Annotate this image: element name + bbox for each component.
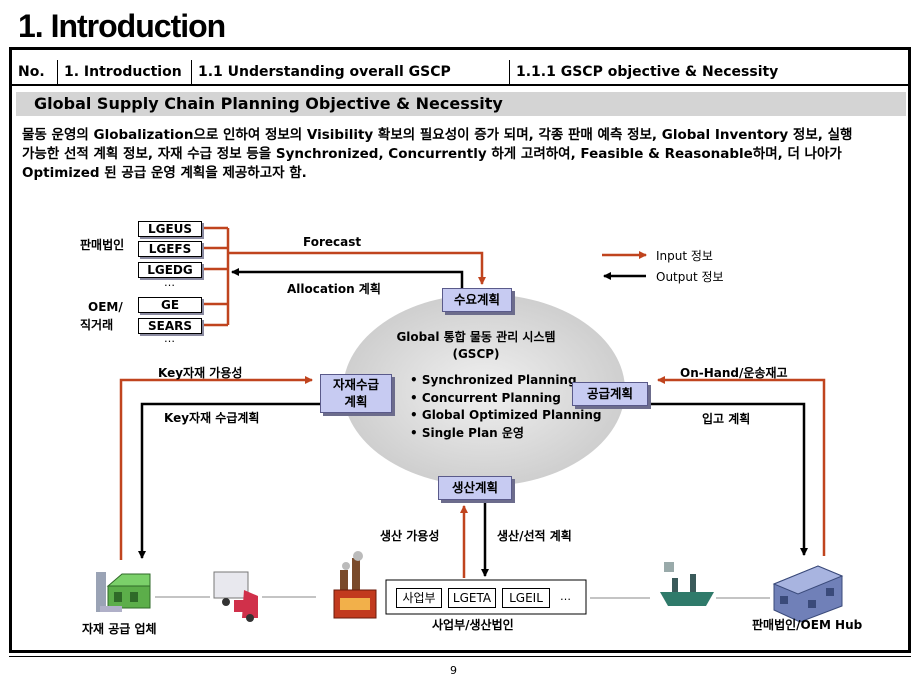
hub-icon: [772, 565, 844, 623]
tag-ge: GE: [138, 297, 202, 313]
header-chapter: 1. Introduction: [58, 60, 192, 84]
sales-bracket: [200, 226, 230, 327]
forecast-arrow: [228, 251, 486, 285]
intro-line-3: Optimized 된 공급 운영 계획을 제공하고자 함.: [22, 165, 307, 181]
oem-label-1: OEM/: [88, 300, 123, 314]
key-plan-label: Key자재 수급계획: [164, 411, 260, 425]
gscp-ellipse: [343, 294, 625, 486]
tag-lgedg: LGEDG: [138, 262, 202, 278]
demand-plan-node: 수요계획: [442, 288, 512, 312]
key-availability-label: Key자재 가용성: [158, 366, 243, 380]
header-section: 1.1 Understanding overall GSCP: [192, 60, 510, 84]
truck-icon: [213, 571, 258, 622]
gscp-features-list: • Synchronized Planning • Concurrent Pla…: [410, 372, 602, 442]
onhand-label: On-Hand/운송재고: [680, 366, 788, 380]
key-availability-arrow: [119, 376, 313, 560]
supplier-icon: [96, 572, 151, 612]
section-bar: [16, 92, 906, 116]
allocation-label: Allocation 계획: [287, 282, 381, 296]
units-ellipsis: …: [560, 590, 571, 603]
supply-plan-node: 공급계획: [572, 382, 648, 406]
production-plan-node: 생산계획: [438, 476, 512, 500]
gscp-feature: • Synchronized Planning: [410, 373, 577, 387]
allocation-arrow: [231, 268, 464, 288]
forecast-label: Forecast: [303, 235, 362, 249]
sales-ellipsis-2: …: [164, 332, 175, 345]
page-number: 9: [450, 664, 457, 677]
intro-line-1: 물동 운영의 Globalization으로 인하여 정보의 Visibilit…: [22, 127, 853, 143]
inbound-label: 입고 계획: [702, 412, 751, 426]
inbound-arrow: [646, 402, 808, 556]
section-title: Global Supply Chain Planning Objective &…: [34, 94, 503, 113]
gscp-feature: • Global Optimized Planning: [410, 408, 602, 422]
material-node-line-1: 자재수급: [332, 377, 379, 392]
oem-label-2: 직거래: [80, 318, 114, 332]
material-node-line-2: 계획: [344, 394, 368, 409]
factory-label: 사업부/생산법인: [432, 618, 514, 632]
gscp-title-line-1: Global 통합 물동 관리 시스템: [396, 330, 556, 344]
header-subsection: 1.1.1 GSCP objective & Necessity: [516, 64, 779, 80]
legend-input: Input 정보: [656, 249, 713, 263]
header-row: No. 1. Introduction 1.1 Understanding ov…: [12, 60, 908, 86]
gscp-title-line-2: (GSCP): [452, 347, 500, 361]
unit-division: 사업부: [396, 588, 442, 608]
gscp-feature: • Concurrent Planning: [410, 390, 561, 405]
intro-line-2: 가능한 선적 계획 정보, 자재 수급 정보 등을 Synchronized, …: [22, 146, 842, 162]
prod-availability-label: 생산 가용성: [380, 529, 440, 543]
content-frame: [9, 47, 911, 653]
page-title: 1. Introduction: [18, 8, 226, 44]
tag-sears: SEARS: [138, 318, 202, 334]
sales-ellipsis-1: …: [164, 276, 175, 289]
legend-lines: [602, 251, 647, 280]
material-plan-node: 자재수급 계획: [320, 374, 392, 413]
intro-paragraph: 물동 운영의 Globalization으로 인하여 정보의 Visibilit…: [22, 126, 906, 183]
tag-lgefs: LGEFS: [138, 241, 202, 257]
key-plan-arrow: [138, 402, 322, 559]
sales-entities-label: 판매법인: [80, 238, 125, 252]
unit-lgeil: LGEIL: [502, 588, 550, 608]
header-no: No.: [12, 60, 58, 84]
gscp-title: Global 통합 물동 관리 시스템 (GSCP): [386, 329, 566, 363]
chain-lines: [155, 596, 770, 599]
bottom-rule: [9, 656, 911, 657]
prod-plan-label: 생산/선적 계획: [497, 529, 572, 543]
unit-lgeta: LGETA: [448, 588, 496, 608]
onhand-arrow: [657, 376, 826, 556]
gscp-feature: • Single Plan 운영: [410, 425, 524, 440]
supplier-label: 자재 공급 업체: [82, 622, 157, 636]
tag-lgeus: LGEUS: [138, 221, 202, 237]
legend-output: Output 정보: [656, 270, 724, 284]
hub-label: 판매법인/OEM Hub: [752, 618, 863, 632]
ship-icon: [660, 562, 714, 606]
factory-icon: [333, 551, 377, 619]
